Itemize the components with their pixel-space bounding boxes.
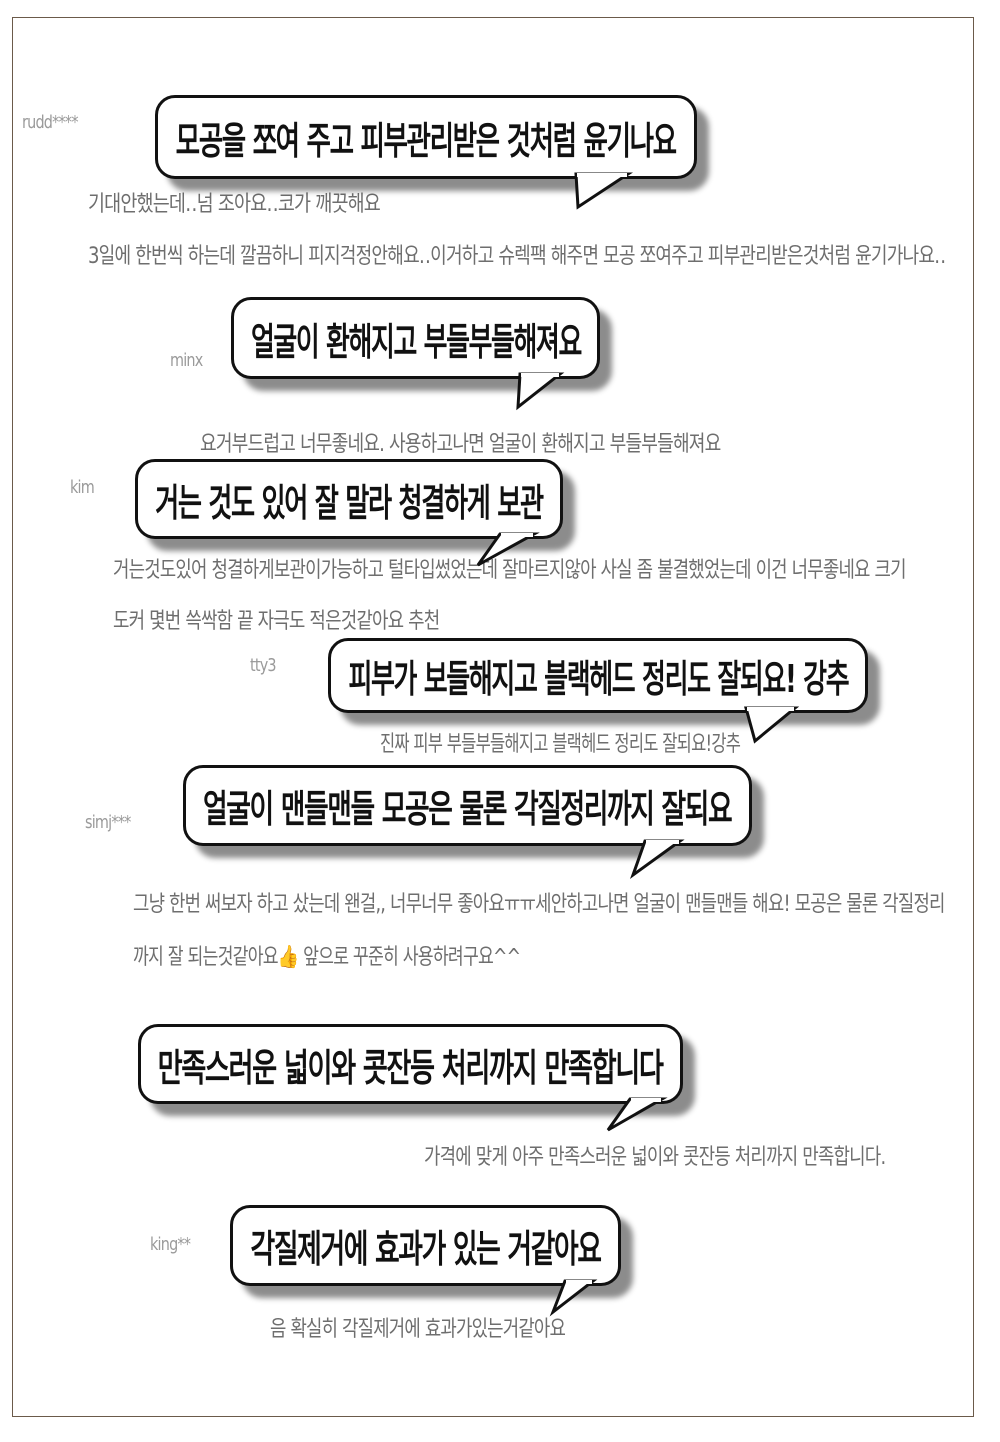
review-text: 요거부드럽고 너무좋네요. 사용하고나면 얼굴이 환해지고 부들부들해져요	[200, 432, 721, 457]
speech-bubble-tail	[744, 706, 800, 744]
bubble-text: 얼굴이 맨들맨들 모공은 물론 각질정리까지 잘되요	[203, 787, 733, 831]
speech-bubble-tail	[629, 839, 685, 880]
bubble-text: 얼굴이 환해지고 부들부들해져요	[250, 319, 581, 364]
speech-bubble: 피부가 보들해지고 블랙헤드 정리도 잘되요! 강추	[328, 638, 868, 713]
review-username: king**	[150, 1234, 191, 1255]
speech-bubble-tail	[516, 372, 565, 411]
review-text: 거는것도있어 청결하게보관이가능하고 털타입썼었는데 잘마르지않아 사실 좀 불…	[113, 558, 907, 583]
page-frame	[12, 17, 974, 1417]
bubble-text: 모공을 쪼여 주고 피부관리받은 것처럼 윤기나요	[175, 118, 677, 163]
review-text: 가격에 맞게 아주 만족스러운 넓이와 콧잔등 처리까지 만족합니다.	[424, 1145, 886, 1170]
speech-bubble-tail	[476, 532, 540, 567]
bubble-text: 거는 것도 있어 잘 말라 청결하게 보관	[155, 480, 544, 525]
speech-bubble: 만족스러운 넓이와 콧잔등 처리까지 만족합니다	[138, 1024, 683, 1104]
bubble-text: 각질제거에 효과가 있는 거같아요	[250, 1227, 601, 1271]
review-username: minx	[170, 350, 203, 371]
speech-bubble: 거는 것도 있어 잘 말라 청결하게 보관	[135, 459, 563, 539]
speech-bubble-tail	[606, 1097, 668, 1132]
review-text: 그냥 한번 써보자 하고 샀는데 왠걸,, 너무너무 좋아요ㅠㅠ세안하고나면 얼…	[133, 892, 945, 917]
review-username: rudd****	[22, 112, 79, 133]
review-text: 진짜 피부 부들부들해지고 블랙헤드 정리도 잘되요!강추	[380, 732, 741, 757]
speech-bubble: 각질제거에 효과가 있는 거같아요	[230, 1205, 621, 1286]
review-text: 기대안했는데‥넘 조아요‥코가 깨끗해요	[88, 192, 381, 217]
bubble-text: 피부가 보들해지고 블랙헤드 정리도 잘되요! 강추	[348, 657, 849, 701]
review-text: 도커 몇번 쓱싹함 끝 자극도 적은것같아요 추천	[113, 609, 440, 634]
review-text: 음 확실히 각질제거에 효과가있는거같아요	[270, 1317, 566, 1342]
speech-bubble: 얼굴이 맨들맨들 모공은 물론 각질정리까지 잘되요	[183, 765, 752, 846]
speech-bubble: 모공을 쪼여 주고 피부관리받은 것처럼 윤기나요	[155, 95, 697, 179]
review-username: tty3	[250, 655, 277, 676]
speech-bubble-tail	[549, 1279, 598, 1317]
review-username: kim	[70, 477, 95, 498]
review-text: 까지 잘 되는것같아요👍 앞으로 꾸준히 사용하려구요^^	[133, 945, 521, 970]
review-text: 3일에 한번씩 하는데 깔끔하니 피지걱정안해요‥이거하고 슈렉팩 해주면 모공…	[88, 244, 946, 269]
speech-bubble-tail	[574, 172, 633, 210]
bubble-text: 만족스러운 넓이와 콧잔등 처리까지 만족합니다	[158, 1045, 664, 1090]
review-username: simj***	[85, 812, 131, 833]
speech-bubble: 얼굴이 환해지고 부들부들해져요	[231, 297, 600, 379]
